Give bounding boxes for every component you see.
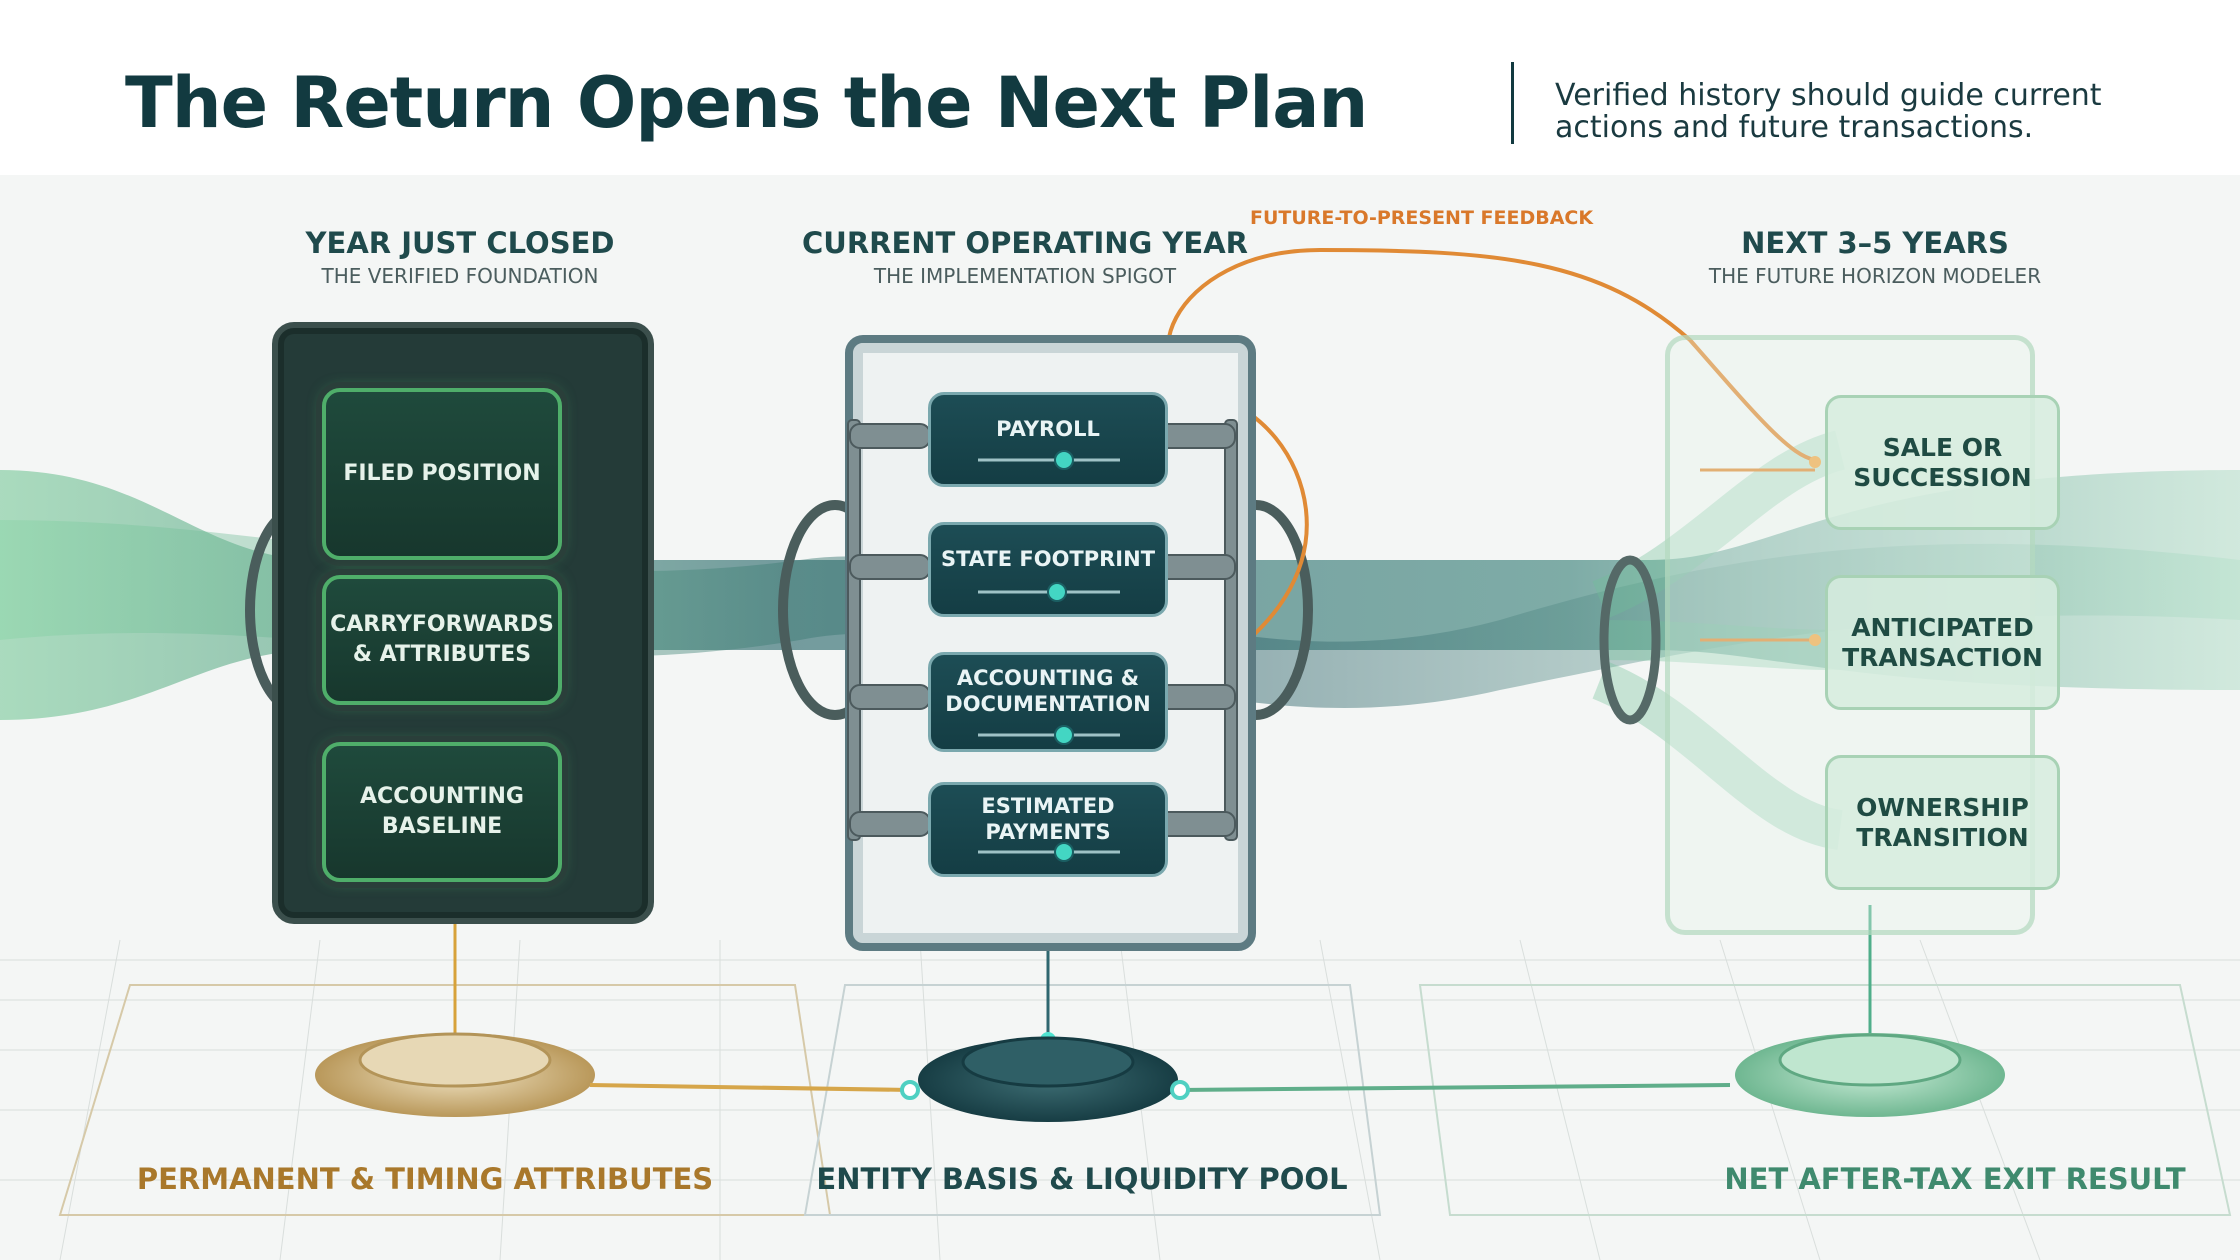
card-line: ANTICIPATED	[1851, 612, 2034, 642]
card-ownership-transition: OWNERSHIP TRANSITION	[1825, 755, 2060, 890]
card-accounting-baseline: ACCOUNTING BASELINE	[322, 742, 562, 882]
card-carryforwards: CARRYFORWARDS & ATTRIBUTES	[322, 575, 562, 705]
page-subtitle: Verified history should guide current ac…	[1555, 80, 2195, 144]
base-label-future: NET AFTER-TAX EXIT RESULT	[1724, 1162, 2186, 1196]
base-label-present: ENTITY BASIS & LIQUIDITY POOL	[816, 1162, 1348, 1196]
card-state-footprint: STATE FOOTPRINT	[928, 522, 1168, 617]
card-line: OWNERSHIP	[1856, 792, 2029, 822]
card-line: ESTIMATED PAYMENTS	[981, 793, 1115, 844]
column-subheading-past: THE VERIFIED FOUNDATION	[321, 264, 599, 288]
card-anticipated-transaction: ANTICIPATED TRANSACTION	[1825, 575, 2060, 710]
page-title: The Return Opens the Next Plan	[125, 62, 1368, 144]
feedback-label: FUTURE-TO-PRESENT FEEDBACK	[1250, 207, 1594, 229]
card-estimated-payments: ESTIMATED PAYMENTS	[928, 782, 1168, 877]
card-line: SUCCESSION	[1853, 462, 2032, 492]
column-subheading-future: THE FUTURE HORIZON MODELER	[1708, 264, 2042, 288]
base-label-past: PERMANENT & TIMING ATTRIBUTES	[136, 1162, 714, 1196]
card-accounting-documentation: ACCOUNTING & DOCUMENTATION	[928, 652, 1168, 752]
card-line: & ATTRIBUTES	[352, 642, 532, 667]
header-divider	[1511, 62, 1514, 144]
card-filed-position: FILED POSITION	[322, 388, 562, 560]
card-line: PAYROLL	[996, 416, 1100, 441]
column-heading-future: NEXT 3–5 YEARS	[1741, 226, 2009, 260]
card-line: DOCUMENTATION	[945, 692, 1151, 716]
card-line: BASELINE	[381, 814, 503, 839]
card-line: FILED POSITION	[343, 461, 541, 486]
column-subheading-present: THE IMPLEMENTATION SPIGOT	[873, 264, 1177, 288]
column-heading-present: CURRENT OPERATING YEAR	[801, 226, 1249, 260]
card-line: TRANSACTION	[1842, 642, 2043, 672]
column-heading-past: YEAR JUST CLOSED	[305, 226, 615, 260]
card-payroll: PAYROLL	[928, 392, 1168, 487]
subtitle-line-2: actions and future transactions.	[1555, 110, 2034, 145]
card-line: ACCOUNTING &	[956, 666, 1140, 690]
card-sale-succession: SALE OR SUCCESSION	[1825, 395, 2060, 530]
header-band	[0, 0, 2240, 175]
card-line: SALE OR	[1882, 432, 2003, 462]
card-line: CARRYFORWARDS	[330, 612, 554, 637]
card-line: ACCOUNTING	[360, 784, 524, 809]
card-line: STATE FOOTPRINT	[940, 546, 1156, 571]
card-line: TRANSITION	[1856, 822, 2029, 852]
subtitle-line-1: Verified history should guide current	[1555, 78, 2102, 113]
